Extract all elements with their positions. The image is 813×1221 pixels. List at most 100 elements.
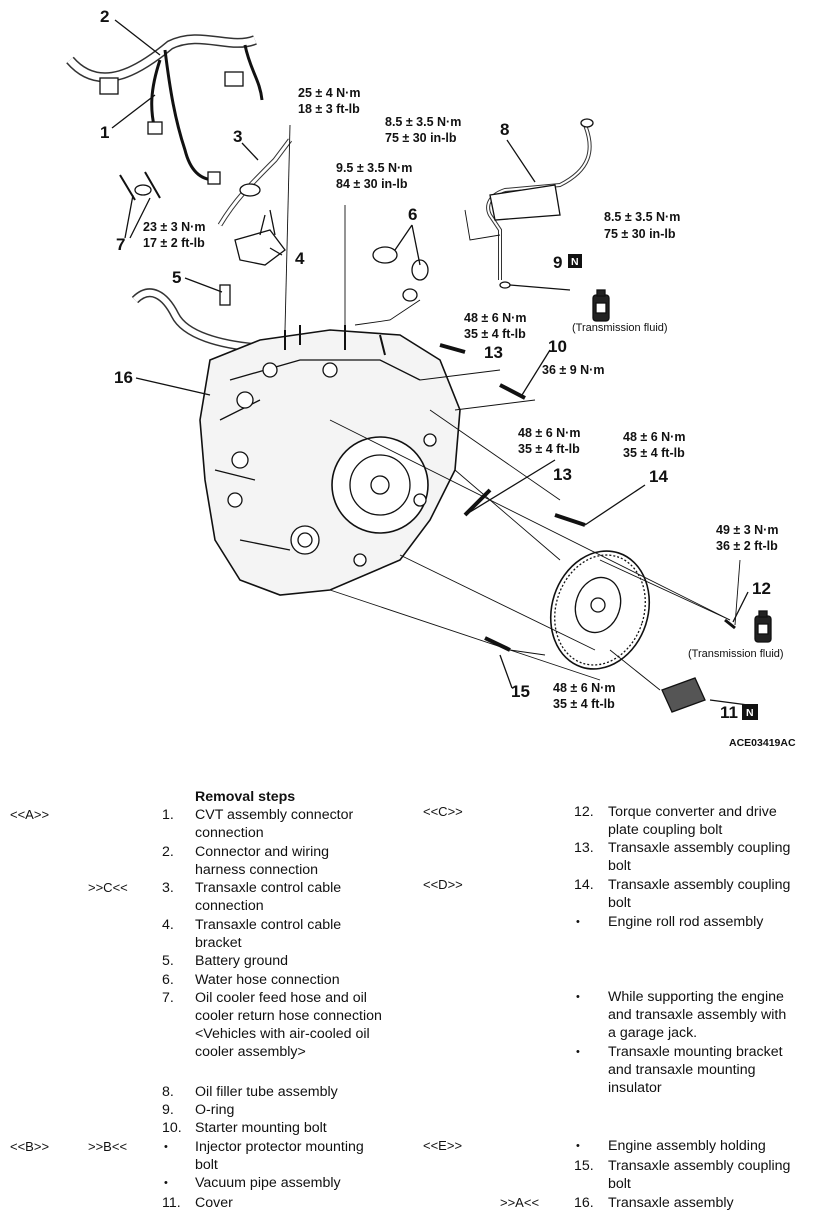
step-number: 10. xyxy=(162,1120,182,1136)
n-badge-11 xyxy=(742,704,758,720)
step-text-line: Transaxle assembly xyxy=(608,1195,734,1211)
step-number: 14. xyxy=(574,877,594,893)
n-badge-9 xyxy=(568,254,582,268)
callout-11: 11 xyxy=(720,703,738,722)
step-text-line: Engine assembly holding xyxy=(608,1138,766,1154)
step-service-mark: <<B>> xyxy=(10,1139,50,1154)
step-text-line: Battery ground xyxy=(195,953,289,969)
removal-steps: Removal steps <<A>>1.CVT assembly connec… xyxy=(0,788,813,1221)
step-text-line: and transaxle assembly with xyxy=(608,1007,787,1023)
torque-spec-6-ftlb: 35 ± 4 ft-lb xyxy=(464,327,526,341)
step-number: 15. xyxy=(574,1158,594,1174)
step-number: • xyxy=(576,1046,580,1058)
step-install-mark: >>A<< xyxy=(500,1195,540,1210)
step-text-line: Torque converter and drive xyxy=(608,804,777,820)
step-install-mark: >>B<< xyxy=(88,1139,128,1154)
step-number: 8. xyxy=(162,1084,174,1100)
callout-16: 16 xyxy=(114,368,133,387)
torque-spec-9-ftlb: 35 ± 4 ft-lb xyxy=(623,446,685,460)
step-service-mark: <<D>> xyxy=(423,877,463,892)
callout-1: 1 xyxy=(100,123,109,142)
callout-14: 14 xyxy=(649,467,668,486)
exploded-view-diagram: 2 1 3 7 5 4 6 8 9 N 13 10 16 13 14 12 11… xyxy=(66,7,796,749)
callout-5: 5 xyxy=(172,268,181,287)
step-number: • xyxy=(576,1140,580,1152)
callout-3: 3 xyxy=(233,127,242,146)
step-text-line: cooler assembly> xyxy=(195,1044,306,1060)
step-text-line: bolt xyxy=(608,858,631,874)
step-number: • xyxy=(164,1141,168,1153)
fluid-bottle-icon-2 xyxy=(754,610,772,643)
callout-7: 7 xyxy=(116,235,125,254)
step-number: 2. xyxy=(162,844,174,860)
step-text-line: O-ring xyxy=(195,1102,235,1118)
step-number: 1. xyxy=(162,807,174,823)
callout-13-upper: 13 xyxy=(484,343,503,362)
step-text-line: Cover xyxy=(195,1195,233,1211)
step-number: • xyxy=(576,916,580,928)
n-badge-11-text: N xyxy=(746,707,754,719)
step-text-line: cooler return hose connection xyxy=(195,1008,382,1024)
step-text-line: Transaxle mounting bracket xyxy=(608,1044,783,1060)
torque-spec-11-nm: 48 ± 6 N·m xyxy=(553,681,615,695)
step-text-line: Connector and wiring xyxy=(195,844,330,860)
callout-4: 4 xyxy=(295,249,305,268)
callout-13-lower: 13 xyxy=(553,465,572,484)
step-text-line: <Vehicles with air-cooled oil xyxy=(195,1026,370,1042)
figure-code: ACE03419AC xyxy=(729,737,796,749)
torque-spec-5-inlb: 75 ± 30 in-lb xyxy=(604,227,676,241)
step-number: 12. xyxy=(574,804,594,820)
step-number: 4. xyxy=(162,917,174,933)
step-text-line: connection xyxy=(195,898,264,914)
step-number: 5. xyxy=(162,953,174,969)
torque-spec-10-ftlb: 36 ± 2 ft-lb xyxy=(716,539,778,553)
step-text-line: Oil cooler feed hose and oil xyxy=(195,990,367,1006)
step-number: 3. xyxy=(162,880,174,896)
step-number: 6. xyxy=(162,972,174,988)
step-text-line: bolt xyxy=(608,1176,631,1192)
callout-6: 6 xyxy=(408,205,417,224)
step-text-line: Transaxle control cable xyxy=(195,880,342,896)
torque-spec-2-nm: 8.5 ± 3.5 N·m xyxy=(385,115,461,129)
step-number: 13. xyxy=(574,840,594,856)
callout-12: 12 xyxy=(752,579,771,598)
callout-9: 9 xyxy=(553,253,562,272)
torque-spec-1-nm: 25 ± 4 N·m xyxy=(298,86,360,100)
step-number: • xyxy=(576,991,580,1003)
step-text-line: bracket xyxy=(195,935,242,951)
removal-steps-heading: Removal steps xyxy=(195,789,296,805)
step-text-line: Starter mounting bolt xyxy=(195,1120,327,1136)
fluid-bottle-icon-1 xyxy=(592,289,610,322)
step-service-mark: <<A>> xyxy=(10,807,50,822)
step-number: 11. xyxy=(162,1195,181,1211)
step-text-line: plate coupling bolt xyxy=(608,822,723,838)
step-install-mark: >>C<< xyxy=(88,880,128,895)
torque-spec-7-nm: 36 ± 9 N·m xyxy=(542,363,604,377)
torque-spec-1-ftlb: 18 ± 3 ft-lb xyxy=(298,102,360,116)
step-number: 7. xyxy=(162,990,174,1006)
step-service-mark: <<E>> xyxy=(423,1138,463,1153)
step-text-line: Transaxle assembly coupling xyxy=(608,840,791,856)
torque-spec-8-ftlb: 35 ± 4 ft-lb xyxy=(518,442,580,456)
step-number: 9. xyxy=(162,1102,174,1118)
torque-spec-4-ftlb: 17 ± 2 ft-lb xyxy=(143,236,205,250)
step-text-line: a garage jack. xyxy=(608,1025,698,1041)
step-text-line: Engine roll rod assembly xyxy=(608,914,764,930)
step-text-line: bolt xyxy=(195,1157,218,1173)
torque-spec-4-nm: 23 ± 3 N·m xyxy=(143,220,205,234)
torque-spec-5-nm: 8.5 ± 3.5 N·m xyxy=(604,210,680,224)
step-text-line: Transaxle control cable xyxy=(195,917,342,933)
callout-8: 8 xyxy=(500,120,509,139)
step-text-line: insulator xyxy=(608,1080,662,1096)
step-text-line: Injector protector mounting xyxy=(195,1139,364,1155)
step-text-line: bolt xyxy=(608,895,631,911)
fluid-label-lower: (Transmission fluid) xyxy=(688,648,784,660)
step-text-line: and transaxle mounting xyxy=(608,1062,756,1078)
step-text-line: Water hose connection xyxy=(195,972,340,988)
callout-15: 15 xyxy=(511,682,530,701)
torque-spec-2-inlb: 75 ± 30 in-lb xyxy=(385,131,457,145)
step-text-line: connection xyxy=(195,825,264,841)
step-number: 16. xyxy=(574,1195,594,1211)
n-badge-9-text: N xyxy=(571,256,579,268)
diagram-linework xyxy=(66,19,772,713)
